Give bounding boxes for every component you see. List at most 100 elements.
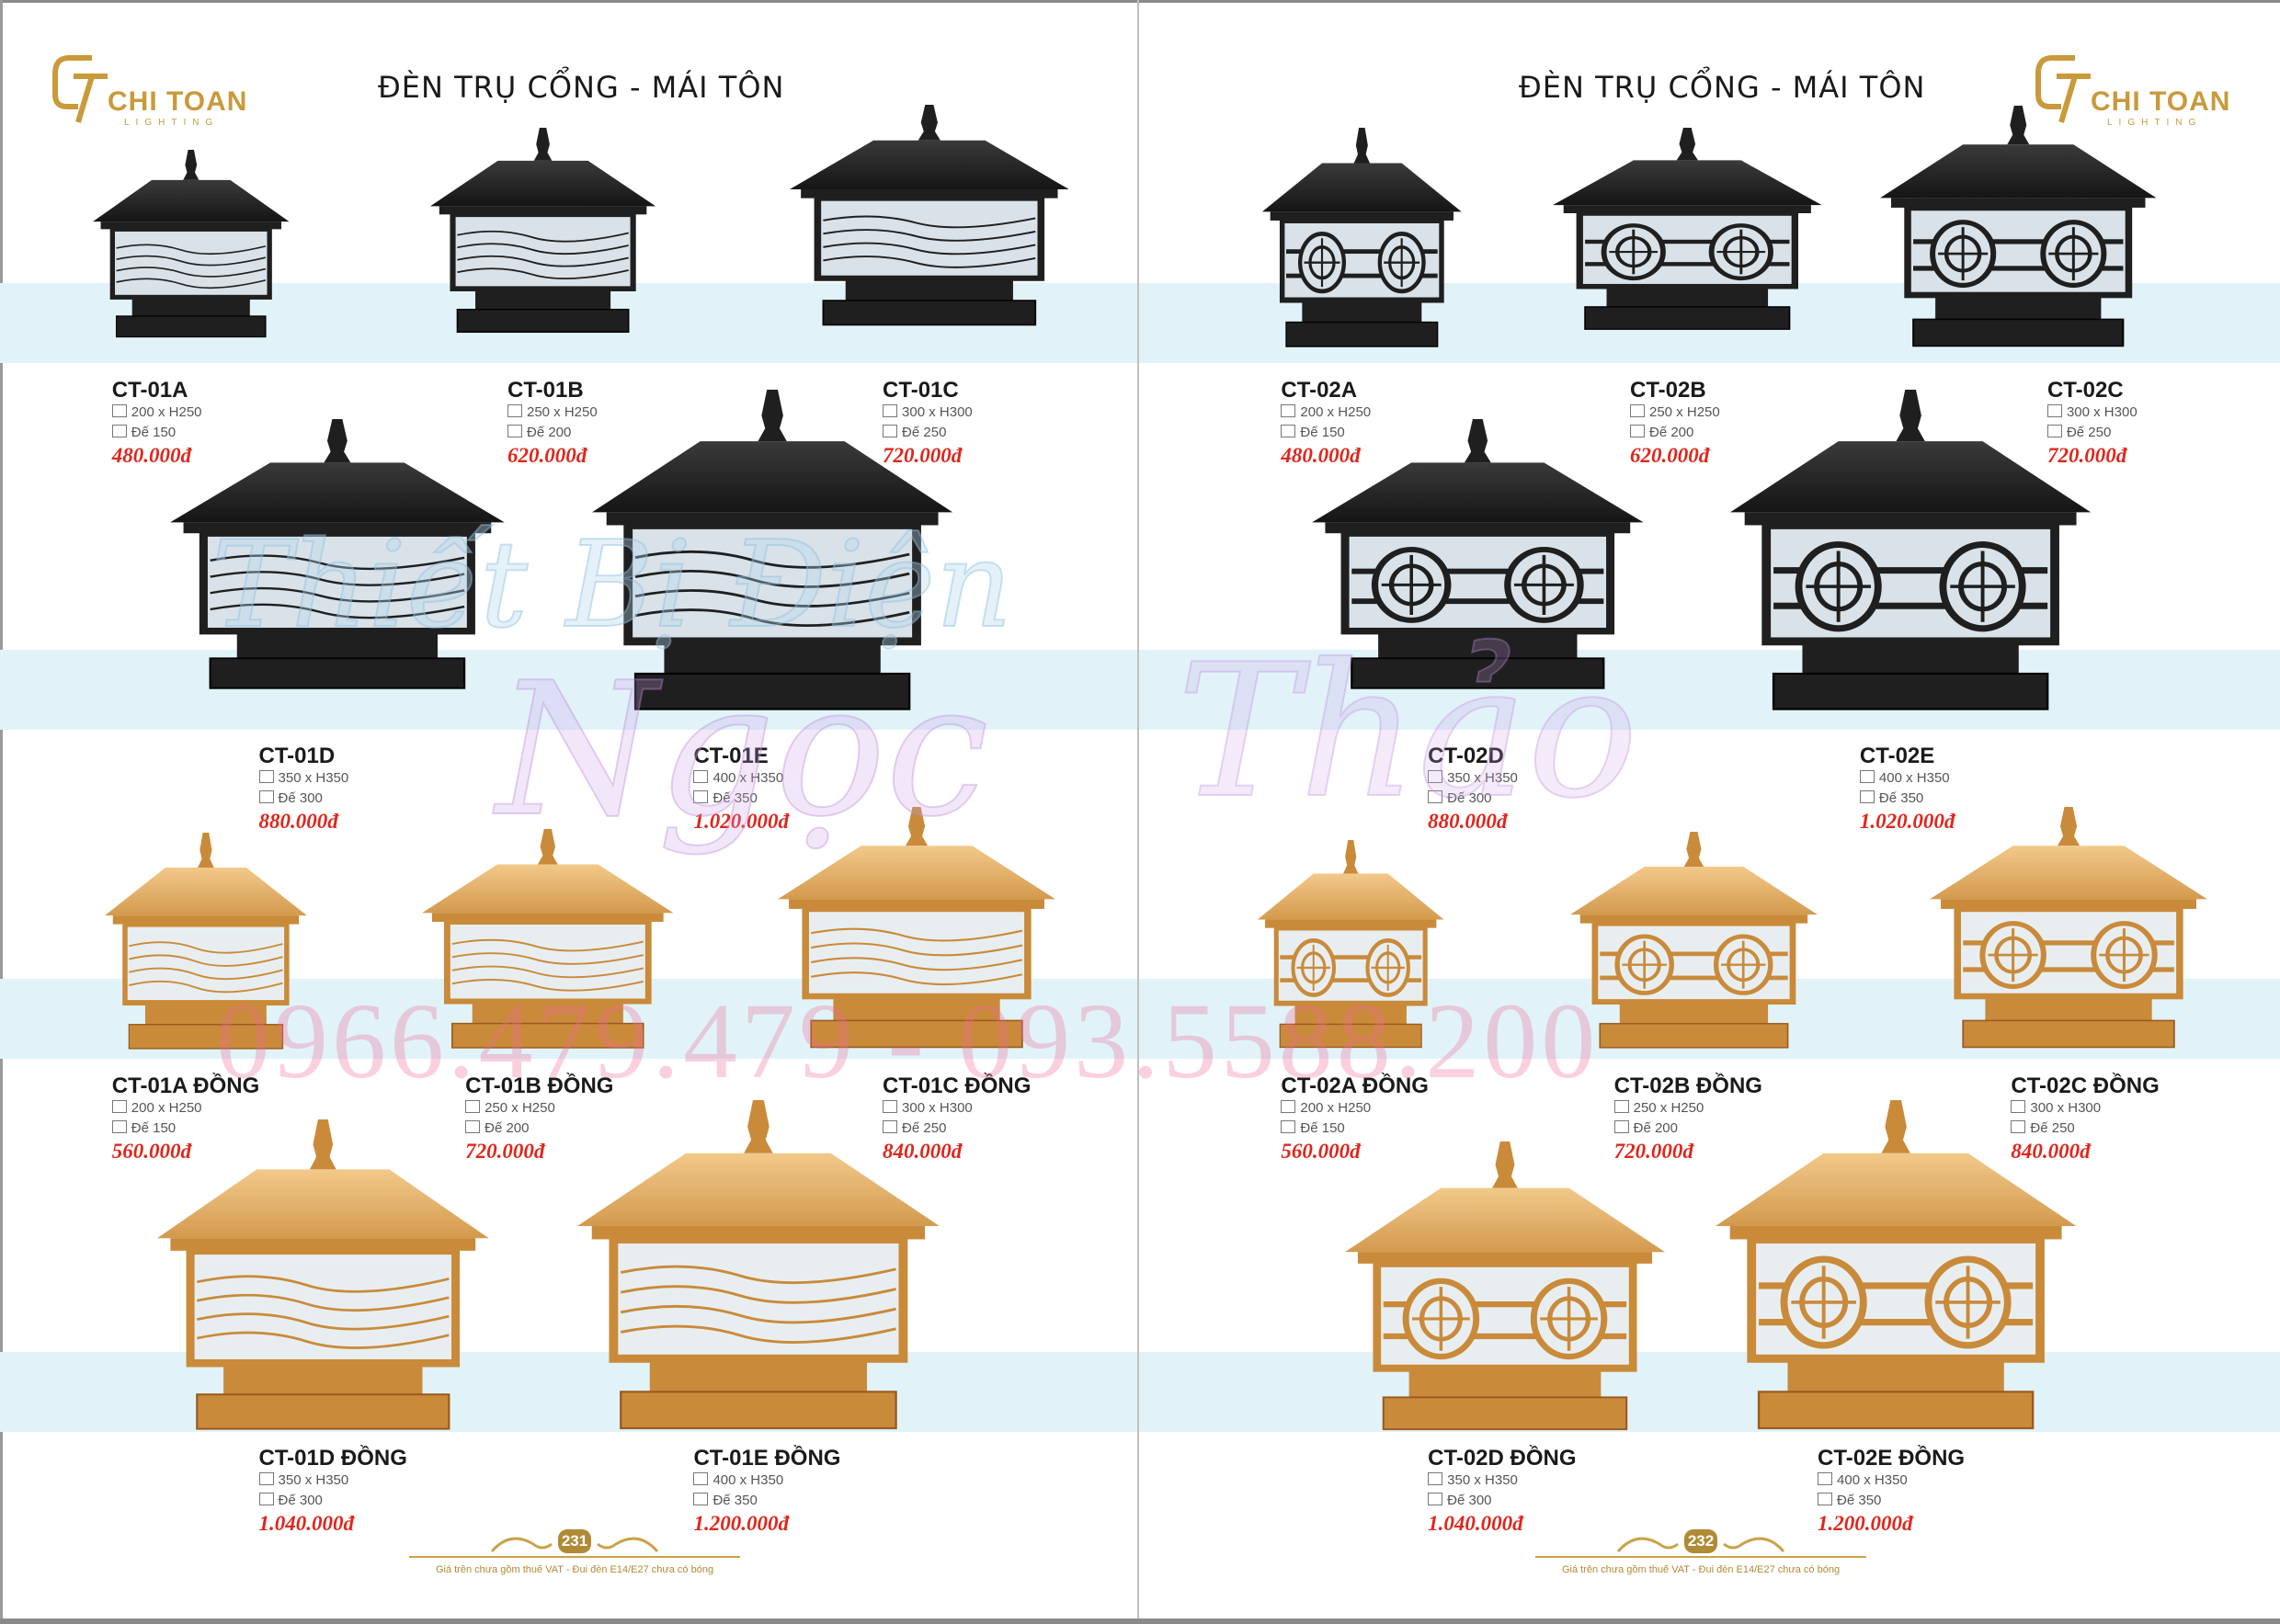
brand-tagline: LIGHTING	[124, 118, 220, 128]
brand-tagline: LIGHTING	[2107, 118, 2203, 128]
product-image-ct-01a	[93, 149, 290, 339]
dimension-icon	[111, 1120, 127, 1134]
product-price: 720.000đ	[2046, 443, 2127, 467]
product-base-value: Đế 350	[1837, 1493, 1882, 1509]
dimension-icon	[2011, 1100, 2026, 1114]
dimension-icon	[883, 1100, 898, 1114]
product-image-ct-01d	[170, 418, 505, 691]
dimension-icon	[1613, 1100, 1629, 1114]
product-base: Đế 200	[507, 424, 598, 439]
dimension-icon	[693, 790, 709, 804]
product-size: 250 x H250	[1630, 403, 1720, 419]
product-size-value: 350 x H350	[278, 770, 349, 787]
product-image-ct-02b	[1553, 128, 1822, 331]
product-price: 880.000đ	[258, 810, 338, 834]
product-base: Đế 250	[883, 424, 973, 440]
product-base: Đế 200	[1613, 1120, 1762, 1137]
dimension-icon	[1630, 403, 1645, 417]
product-size-value: 200 x H250	[1300, 1100, 1372, 1117]
page-number: 231	[558, 1529, 591, 1553]
product-price: 620.000đ	[507, 443, 587, 467]
dimension-icon	[1859, 790, 1875, 804]
product-price: 620.000đ	[1630, 443, 1710, 467]
product-base-value: Đế 150	[131, 424, 177, 440]
product-name: CT-01C ĐỒNG	[883, 1073, 1032, 1099]
product-size-value: 250 x H250	[484, 1100, 555, 1117]
dimension-icon	[465, 1100, 481, 1114]
product-size: 350 x H350	[1428, 770, 1518, 785]
product-size: 300 x H300	[883, 403, 973, 419]
product-size-value: 350 x H350	[278, 1472, 349, 1489]
dimension-icon	[693, 1472, 709, 1486]
product-base: Đế 250	[2011, 1120, 2159, 1135]
product-base-value: Đế 150	[1300, 1120, 1345, 1137]
decorative-band	[0, 979, 2280, 1059]
product-image-ct-01e-dong	[576, 1100, 940, 1432]
product-image-ct-01b	[430, 128, 656, 335]
product-base-value: Đế 200	[1633, 1120, 1678, 1137]
product-price: 1.200.000đ	[693, 1512, 789, 1536]
page-border-top	[0, 0, 2280, 3]
dimension-icon	[1630, 424, 1645, 437]
dimension-icon	[507, 424, 522, 437]
dimension-icon	[1281, 1100, 1296, 1114]
product-name: CT-01B	[507, 377, 584, 403]
product-name: CT-02B ĐỒNG	[1613, 1073, 1762, 1099]
product-size: 300 x H300	[2046, 403, 2138, 419]
product-price: 1.040.000đ	[1428, 1512, 1523, 1536]
product-price: 1.020.000đ	[693, 810, 789, 834]
dimension-icon	[1281, 424, 1296, 437]
product-base-value: Đế 200	[484, 1120, 530, 1137]
product-base-value: Đế 250	[2030, 1120, 2075, 1137]
product-size-value: 350 x H350	[1447, 770, 1518, 787]
dimension-icon	[1281, 403, 1296, 417]
product-image-ct-02b-dong	[1570, 831, 1818, 1050]
product-image-ct-01a-dong	[104, 833, 307, 1050]
product-name: CT-01A	[111, 377, 188, 403]
product-name: CT-02E ĐỒNG	[1818, 1446, 1966, 1471]
dimension-icon	[883, 1120, 898, 1134]
product-base: Đế 250	[2046, 424, 2138, 439]
product-size: 400 x H350	[1859, 770, 1955, 785]
product-size-value: 200 x H250	[131, 1100, 202, 1117]
product-size-value: 250 x H250	[1633, 1100, 1704, 1117]
product-size: 300 x H300	[2011, 1100, 2159, 1115]
product-base: Đế 200	[465, 1120, 613, 1135]
product-image-ct-02a-dong	[1258, 840, 1444, 1050]
product-image-ct-02c	[1880, 106, 2157, 348]
product-name: CT-02D ĐỒNG	[1428, 1446, 1577, 1471]
product-size: 300 x H300	[883, 1100, 1031, 1115]
product-base-value: Đế 300	[1447, 1493, 1492, 1509]
product-size-value: 200 x H250	[1300, 403, 1372, 420]
dimension-icon	[1818, 1472, 1833, 1486]
dimension-icon	[1859, 770, 1875, 784]
product-base-value: Đế 250	[902, 424, 947, 440]
product-image-ct-01e	[591, 389, 952, 712]
page-footer-left: 231 Giá trên chưa gồm thuế VAT - Đui đèn…	[391, 1516, 758, 1575]
product-name: CT-01E ĐỒNG	[693, 1446, 841, 1471]
product-price: 880.000đ	[1428, 810, 1508, 834]
product-base-value: Đế 150	[131, 1120, 177, 1137]
dimension-icon	[258, 790, 274, 804]
product-size-value: 200 x H250	[131, 403, 202, 420]
product-size-value: 300 x H300	[902, 1100, 973, 1117]
product-image-ct-02d-dong	[1345, 1141, 1665, 1432]
product-image-ct-02a	[1261, 128, 1462, 348]
dimension-icon	[883, 403, 898, 417]
logo-monogram-icon	[52, 55, 108, 123]
product-base: Đế 350	[1859, 790, 1955, 805]
dimension-icon	[2046, 403, 2062, 417]
product-base: Đế 350	[693, 790, 789, 805]
product-image-ct-02e	[1730, 389, 2092, 712]
product-name: CT-02B	[1630, 377, 1706, 403]
